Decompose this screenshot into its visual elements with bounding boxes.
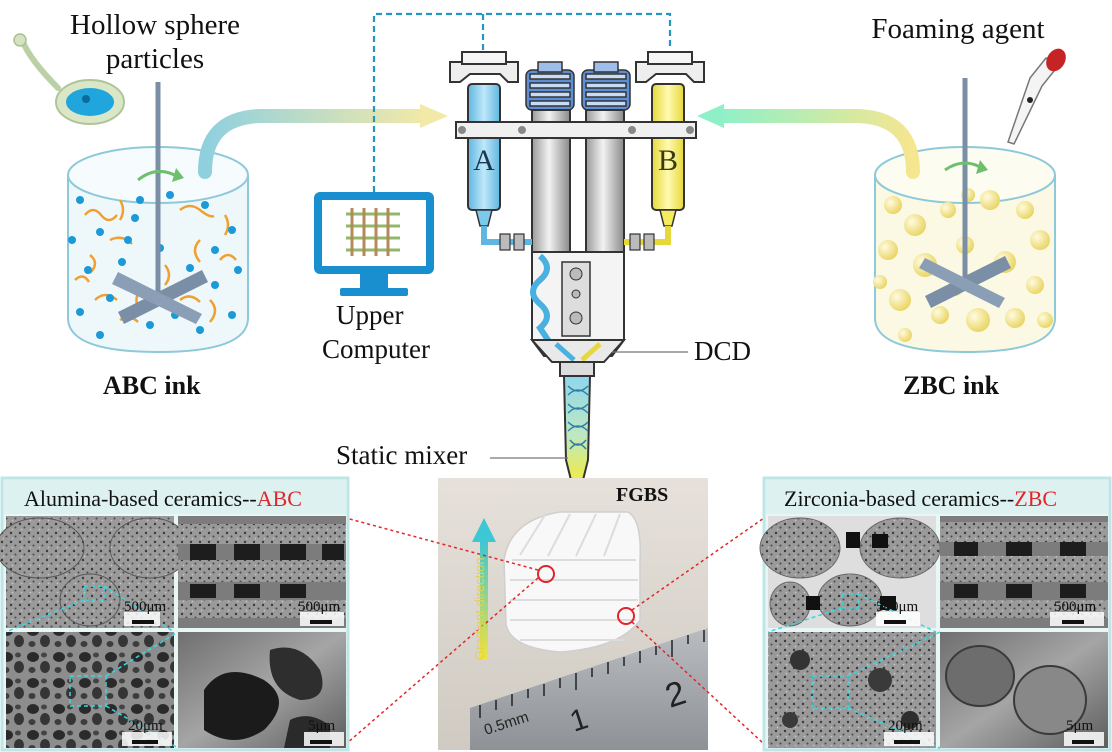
abc-panel-title-prefix: Alumina-based ceramics--: [24, 486, 257, 511]
abc-scale-1: 500μm: [124, 599, 167, 615]
upper-computer-line1: Upper: [336, 300, 404, 330]
fgbs-photo: [438, 478, 708, 750]
zbc-sem-panel: [759, 476, 1112, 752]
hollow-sphere-line2: particles: [105, 43, 205, 75]
syringe-a-label: A: [473, 144, 495, 177]
static-mixer-label: Static mixer: [336, 440, 468, 470]
abc-scale-2: 500μm: [298, 599, 341, 615]
upper-computer-line2: Computer: [322, 334, 430, 364]
upper-computer-label: Upper Computer: [322, 298, 430, 366]
zbc-panel-title-prefix: Zirconia-based ceramics--: [784, 486, 1015, 511]
syringe-b-label: B: [658, 144, 678, 177]
spoon-icon: [13, 33, 125, 125]
abc-flow-arrow: [198, 109, 432, 179]
ruler: [470, 628, 708, 750]
abc-sem-panel: [0, 476, 350, 752]
hollow-sphere-label: Hollow sphere particles: [60, 8, 250, 76]
upper-computer-icon: [314, 192, 434, 296]
zbc-panel-title: Zirconia-based ceramics--ZBC: [784, 486, 1057, 512]
printhead: [449, 51, 705, 507]
abc-callout-circle: [537, 565, 555, 583]
zbc-ink-label: ZBC ink: [903, 371, 1000, 400]
dropper-icon: [1007, 48, 1066, 145]
fgbs-label: FGBS: [616, 484, 669, 506]
control-lines: [372, 12, 672, 192]
foaming-agent-label: Foaming agent: [871, 13, 1045, 45]
gradient-direction-label: Gradient direction: [472, 557, 487, 660]
callout-lines: [345, 517, 765, 745]
zbc-scale-2: 500μm: [1054, 599, 1097, 615]
hollow-sphere-line1: Hollow sphere: [70, 9, 240, 41]
zbc-callout-circle: [617, 607, 635, 625]
abc-particles: [68, 191, 242, 339]
zbc-panel-title-suffix: ZBC: [1014, 486, 1058, 511]
zbc-flow-arrow: [713, 109, 920, 179]
abc-beaker: [67, 82, 249, 354]
zbc-scale-4: 5μm: [1066, 718, 1094, 734]
zbc-beaker: [873, 78, 1056, 354]
abc-ink-label: ABC ink: [103, 371, 201, 400]
zbc-scale-3: 20μm: [888, 718, 923, 734]
abc-panel-title-suffix: ABC: [256, 486, 302, 511]
abc-scale-3: 20μm: [128, 718, 163, 734]
scaffold: [503, 511, 641, 653]
abc-panel-title: Alumina-based ceramics--ABC: [24, 486, 302, 512]
gradient-arrow: [480, 540, 488, 660]
abc-scale-4: 5μm: [308, 718, 336, 734]
zbc-scale-1: 500μm: [876, 599, 919, 615]
dcd-label: DCD: [694, 336, 752, 366]
